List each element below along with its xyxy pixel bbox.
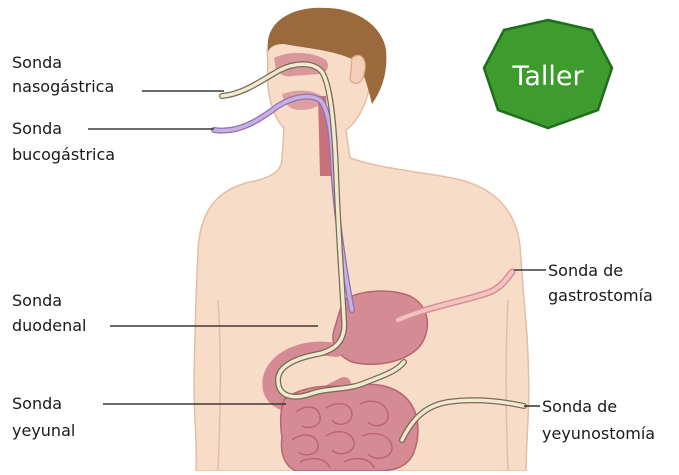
label-jejunostomy-line2: yeyunostomía [542,423,655,444]
label-nasogastric-line2: nasogástrica [12,76,114,97]
label-gastrostomy-line1: Sonda de [548,260,623,281]
label-nasogastric-line1: Sonda [12,52,62,73]
label-jejunal-line1: Sonda [12,393,62,414]
label-duodenal-line2: duodenal [12,315,86,336]
label-gastrostomy-line2: gastrostomía [548,285,653,306]
label-jejunostomy-line1: Sonda de [542,396,617,417]
label-orogastric-line2: bucogástrica [12,144,115,165]
taller-badge-label[interactable]: Taller [489,48,607,104]
label-jejunal-line2: yeyunal [12,420,75,441]
label-duodenal-line1: Sonda [12,290,62,311]
label-orogastric-line1: Sonda [12,118,62,139]
